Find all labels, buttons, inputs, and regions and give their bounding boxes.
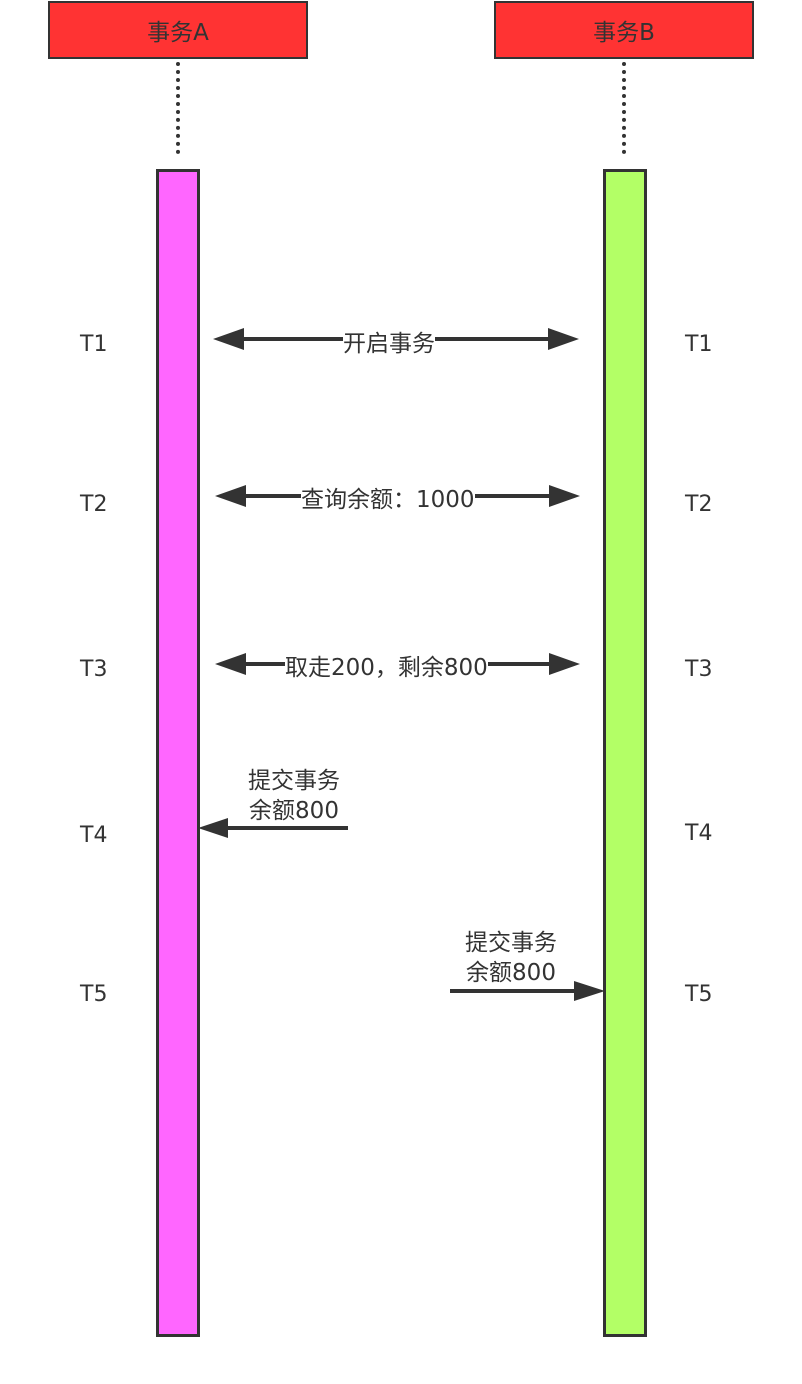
t1-message: 开启事务: [343, 331, 435, 357]
t2-message: 查询余额：1000: [301, 487, 475, 513]
time-label-left-t5: T5: [80, 982, 108, 1007]
commit-a-line2: 余额800: [249, 798, 339, 824]
time-label-right-t4: T4: [685, 821, 713, 846]
time-label-right-t2: T2: [685, 492, 713, 517]
transaction-a-connector: [176, 62, 180, 154]
t5-commit-arrow: [450, 981, 605, 1001]
time-label-left-t3: T3: [80, 657, 108, 682]
transaction-b-header: 事务B: [494, 1, 754, 59]
t3-message: 取走200，剩余800: [285, 655, 488, 681]
commit-b-line2: 余额800: [466, 960, 556, 986]
time-label-right-t1: T1: [685, 332, 713, 357]
transaction-a-header: 事务A: [48, 1, 308, 59]
transaction-a-title: 事务A: [147, 20, 209, 46]
commit-a-line1: 提交事务: [248, 768, 340, 794]
time-label-left-t4: T4: [80, 823, 108, 848]
transaction-b-title: 事务B: [593, 20, 655, 46]
commit-b-line1: 提交事务: [465, 930, 557, 956]
transaction-b-connector: [622, 62, 626, 154]
time-label-right-t3: T3: [685, 657, 713, 682]
transaction-b-lifeline: [603, 169, 647, 1337]
transaction-a-lifeline: [156, 169, 200, 1337]
time-label-left-t2: T2: [80, 492, 108, 517]
time-label-left-t1: T1: [80, 332, 108, 357]
commit-b-label: 提交事务 余额800: [455, 928, 567, 988]
time-label-right-t5: T5: [685, 982, 713, 1007]
commit-a-label: 提交事务 余额800: [238, 766, 350, 826]
t4-commit-arrow: [198, 818, 348, 838]
